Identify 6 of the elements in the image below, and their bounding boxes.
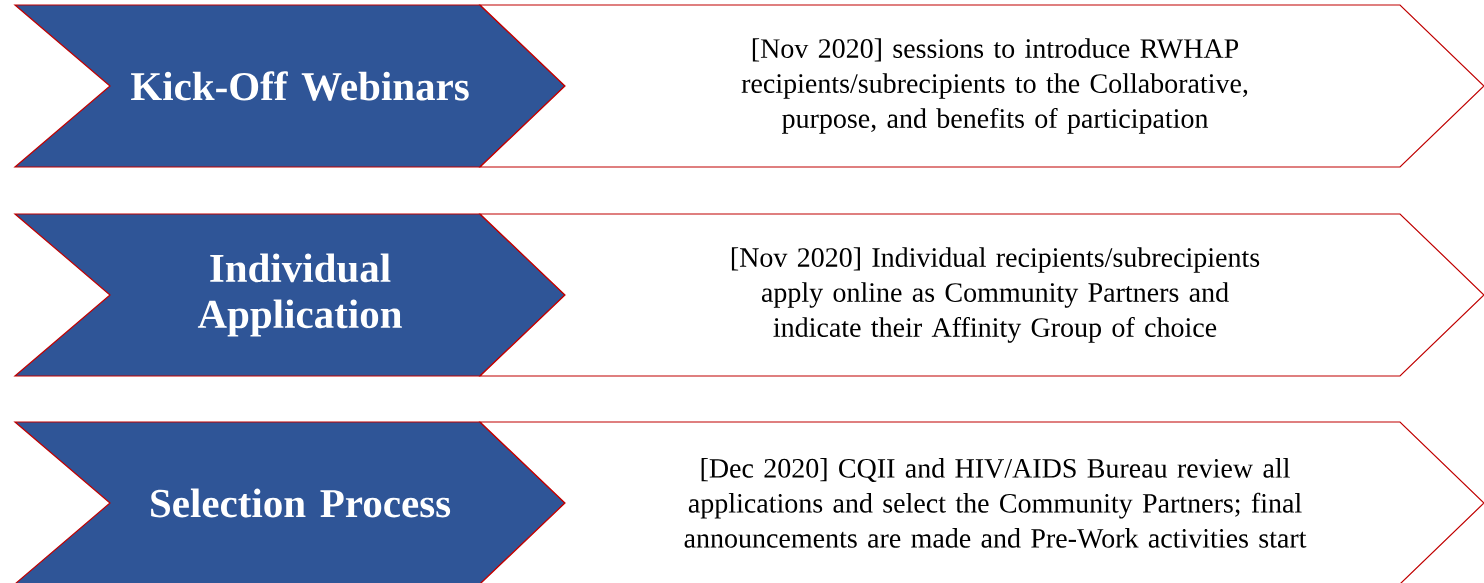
chevron-box: [Nov 2020] sessions to introduce RWHAP recipients/subrecipients to the Collaborative, purpose, and benefits of participation (478, 4, 1484, 168)
chevron-box: [Nov 2020] Individual recipients/subrecipients apply online as Community Partners and indicate their Affinity Group of choice (478, 213, 1484, 377)
chevron-box: Selection Process (13, 421, 566, 583)
chevron-box: Kick-Off Webinars (13, 4, 566, 168)
chevron-box: Individual Application (13, 213, 566, 377)
chevron-box: [Dec 2020] CQII and HIV/AIDS Bureau review all applications and select the Community Partners; final announcements are made and Pre-Work activities start (478, 421, 1484, 583)
